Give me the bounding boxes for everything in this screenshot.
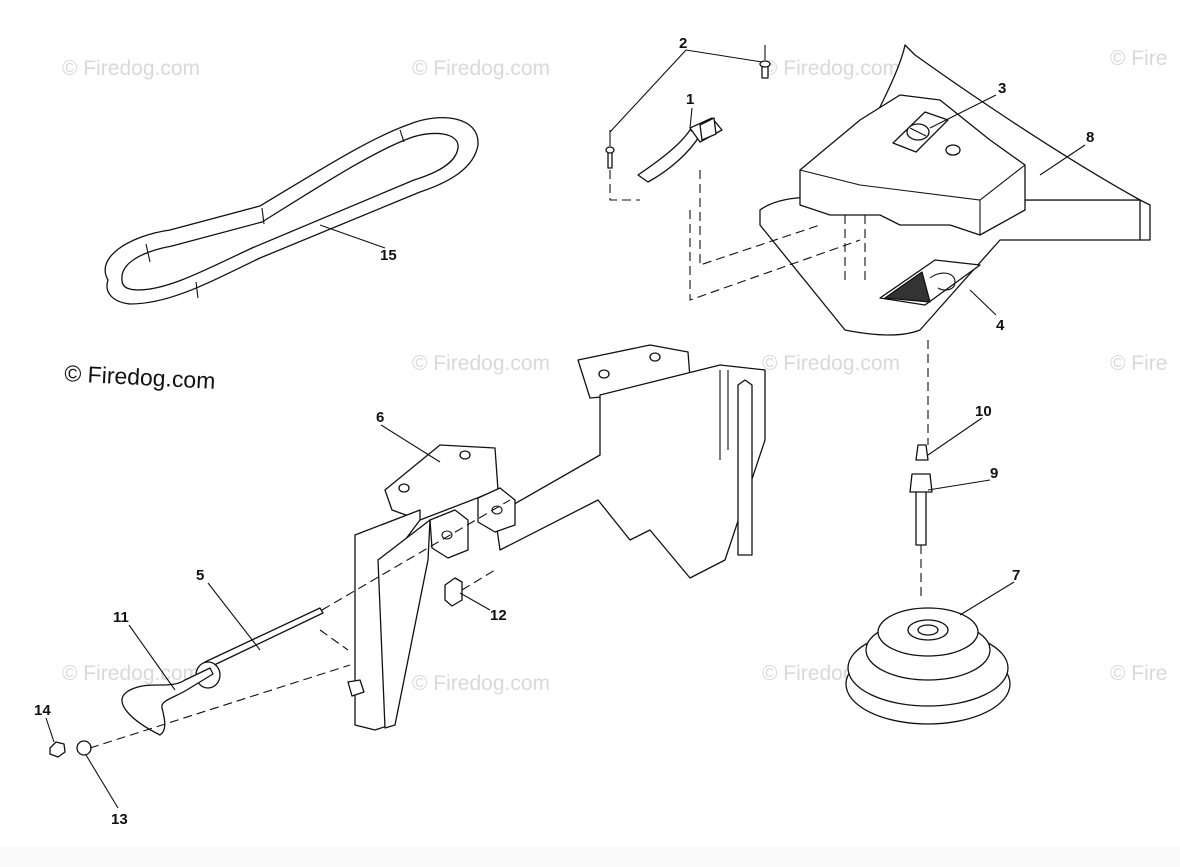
callout-5: 5 [196, 567, 204, 584]
watermark-text: © Fire [1110, 47, 1167, 70]
watermark-text: © Firedog.com [762, 352, 900, 375]
callout-8: 8 [1086, 129, 1094, 146]
callout-2: 2 [679, 35, 687, 52]
callout-7: 7 [1012, 567, 1020, 584]
watermark-text: © Firedog.com [412, 57, 550, 80]
watermark-text: © Firedog.com [412, 672, 550, 695]
cover-housing [799, 94, 1026, 236]
callout-6: 6 [376, 409, 384, 426]
callout-10: 10 [975, 403, 992, 420]
warning-decal [879, 259, 981, 306]
callout-14: 14 [34, 702, 51, 719]
spindle-bolt [909, 444, 933, 546]
watermark-text: © Firedog.com [412, 352, 550, 375]
latch-and-rivets [605, 45, 771, 183]
callout-1: 1 [686, 91, 694, 108]
watermark-text: © Fire [1110, 662, 1167, 685]
watermark-text: © Fire [1110, 352, 1167, 375]
watermark-text: © Firedog.com [762, 57, 900, 80]
callout-9: 9 [990, 465, 998, 482]
part-callouts: 2 1 3 8 4 6 10 9 7 5 11 12 14 13 15 [34, 35, 1094, 828]
pulley [845, 607, 1011, 725]
callout-3: 3 [998, 80, 1006, 97]
callout-15: 15 [380, 247, 397, 264]
watermark-text: © Firedog.com [64, 360, 216, 394]
rod-and-pin-assembly [49, 607, 324, 758]
callout-11: 11 [113, 609, 129, 626]
assembly-guidelines [89, 170, 929, 749]
watermark-text: © Firedog.com [62, 57, 200, 80]
callout-13: 13 [111, 811, 128, 828]
callout-12: 12 [490, 607, 507, 624]
v-belt [104, 117, 479, 305]
footer-strip [0, 847, 1180, 867]
watermark-text: © Firedog.com [62, 662, 200, 685]
leader-lines [45, 49, 1086, 809]
callout-4: 4 [996, 317, 1005, 334]
lever-bracket-assembly [347, 344, 766, 731]
